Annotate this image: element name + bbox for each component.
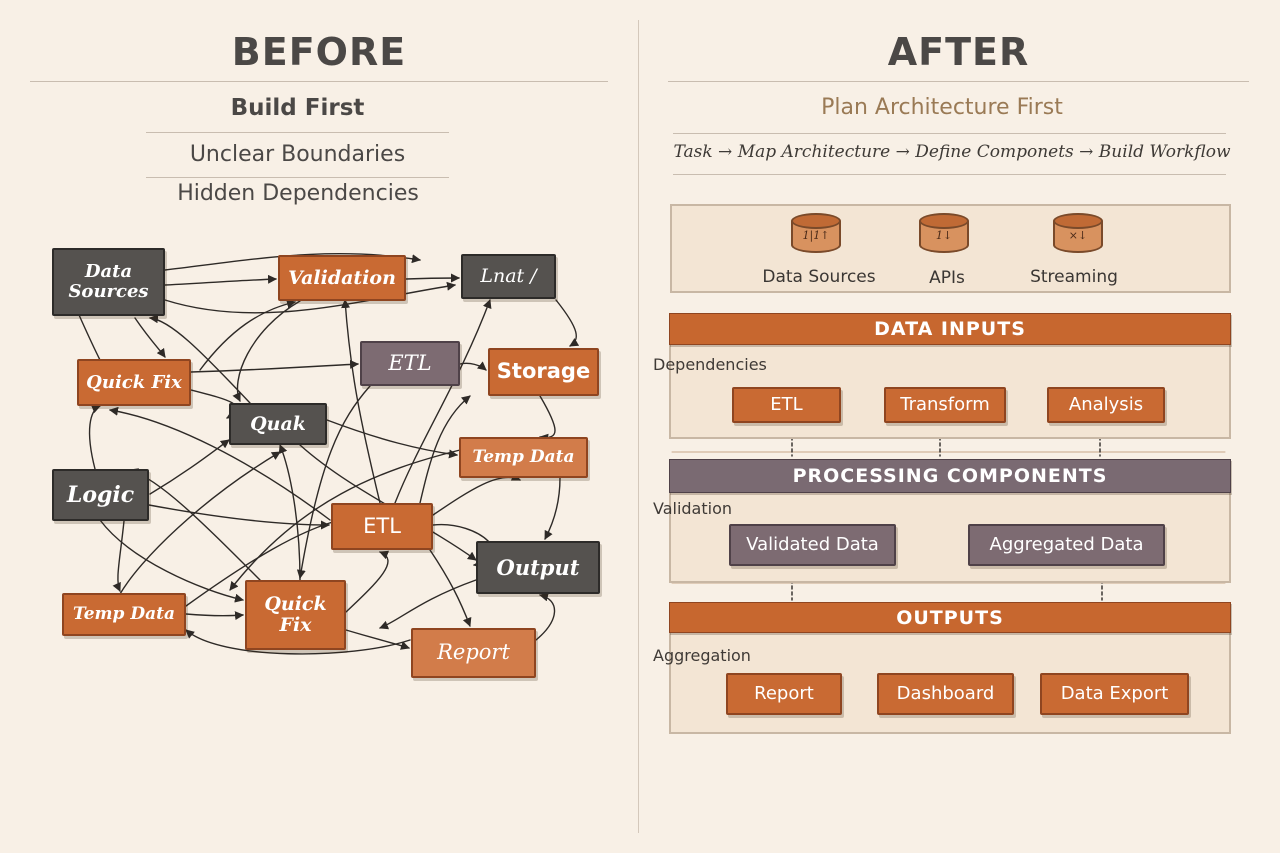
node-output: Output [476, 541, 600, 594]
tangle-connector [419, 395, 471, 504]
band-processing-components: PROCESSING COMPONENTS [669, 459, 1231, 493]
node-data-sources: Data Sources [52, 248, 165, 316]
node-lnat: Lnat / [461, 254, 556, 299]
tangle-connector [555, 299, 580, 347]
before-tangle-lines [54, 252, 580, 655]
tangle-connector [185, 629, 411, 655]
node-transform: Transform [884, 387, 1006, 423]
tangle-connector [278, 444, 301, 581]
node-storage: Storage [488, 348, 599, 396]
center-divider [638, 20, 639, 833]
after-workflow: Task → Map Architecture → Define Compone… [673, 142, 1231, 162]
tangle-connector [185, 611, 244, 621]
tangle-connector [345, 550, 390, 613]
source-label-apis: APIs [929, 268, 965, 288]
node-etl-mid: ETL [331, 503, 433, 550]
tangle-connector [379, 579, 477, 630]
tangle-connector [149, 314, 251, 404]
node-etl-top: ETL [360, 341, 460, 386]
tangle-connector [544, 477, 561, 540]
tangle-connector [148, 504, 330, 530]
before-title: BEFORE [231, 30, 407, 74]
node-report-output: Report [726, 673, 842, 715]
tangle-connector [112, 520, 125, 592]
tangle-connector [232, 300, 301, 402]
tangle-connector [459, 361, 487, 371]
node-temp-data-left: Temp Data [62, 593, 186, 636]
node-analysis: Analysis [1047, 387, 1165, 423]
tangle-connector [164, 281, 456, 314]
tangle-connector [394, 299, 492, 504]
after-title-rule [668, 81, 1249, 82]
before-rule-1 [146, 132, 449, 133]
tangle-connector [134, 317, 166, 358]
tangle-connector [88, 404, 101, 470]
source-label-data-sources: Data Sources [762, 267, 876, 287]
tangle-connector [190, 359, 359, 373]
tangle-connector [539, 395, 556, 443]
node-report: Report [411, 628, 536, 678]
node-etl: ETL [732, 387, 841, 423]
before-subtitle-unclear: Unclear Boundaries [189, 142, 406, 167]
tangle-connector [149, 439, 230, 495]
node-quak: Quak [229, 403, 327, 445]
tangle-connector [432, 472, 521, 516]
before-subtitle-build-first: Build First [230, 95, 365, 121]
tangle-connector [429, 549, 472, 627]
label-aggregation: Aggregation [653, 646, 751, 665]
database-icon: 1↓ [919, 213, 969, 257]
tangle-connector [99, 519, 244, 603]
tangle-connector [129, 468, 261, 581]
database-icon: ×↓ [1053, 213, 1103, 257]
node-logic: Logic [52, 469, 149, 521]
database-icon: 1|1↑ [791, 213, 841, 257]
tangle-connector [296, 385, 371, 579]
tangle-connector [119, 451, 281, 595]
tangle-connector [341, 299, 381, 504]
tangle-connector [109, 406, 331, 521]
node-quick-fix-bottom: Quick Fix [245, 580, 346, 650]
band-data-inputs: DATA INPUTS [669, 313, 1231, 345]
node-quick-fix-top: Quick Fix [77, 359, 191, 406]
label-validation: Validation [653, 499, 733, 518]
after-subtitle: Plan Architecture First [821, 95, 1063, 120]
tangle-connector [405, 273, 460, 283]
before-rule-2 [146, 177, 449, 178]
after-rule-2 [673, 174, 1226, 175]
node-aggregated-data: Aggregated Data [968, 524, 1165, 566]
tangle-connector [164, 274, 277, 286]
tangle-connector [199, 299, 296, 371]
node-validated-data: Validated Data [729, 524, 896, 566]
before-title-rule [30, 81, 608, 82]
tangle-connector [535, 592, 556, 641]
node-validation: Validation [278, 255, 406, 301]
after-rule-1 [673, 133, 1226, 134]
before-subtitle-hidden: Hidden Dependencies [177, 181, 419, 206]
tangle-connector [326, 419, 458, 459]
after-title: AFTER [887, 30, 1030, 74]
label-dependencies: Dependencies [653, 355, 767, 374]
node-dashboard: Dashboard [877, 673, 1014, 715]
tangle-connector [345, 629, 410, 650]
source-label-streaming: Streaming [1030, 267, 1118, 287]
band-outputs: OUTPUTS [669, 602, 1231, 633]
node-data-export: Data Export [1040, 673, 1189, 715]
node-temp-data-right: Temp Data [459, 437, 588, 478]
